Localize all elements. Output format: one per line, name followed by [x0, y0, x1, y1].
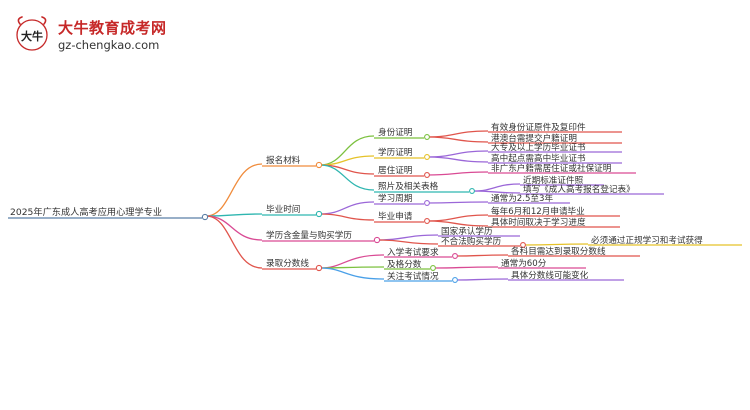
- subtopic-rumen[interactable]: 入学考试要求: [387, 246, 439, 258]
- link-buhefa-1: [523, 243, 589, 246]
- node-toggle-rumen[interactable]: [452, 253, 458, 259]
- link-shenfen-2: [427, 136, 489, 143]
- subtopic-zhouqi[interactable]: 学习周期: [378, 192, 412, 204]
- subtopic-guanzhu[interactable]: 关注考试情况: [387, 270, 439, 282]
- link-zhouqi-1: [427, 201, 489, 204]
- link-xueli-2: [427, 156, 489, 163]
- node-toggle-baoming[interactable]: [315, 161, 323, 169]
- node-toggle-zhaopian[interactable]: [469, 188, 475, 194]
- leaf-shenqing-1[interactable]: 每年6月和12月申请毕业: [491, 205, 585, 217]
- node-toggle-zhouqi[interactable]: [424, 200, 430, 206]
- link-jige-1: [433, 266, 499, 269]
- link-luqu-guanzhu: [319, 267, 385, 280]
- leaf-xueli-1[interactable]: 大专及以上学历毕业证书: [491, 141, 586, 153]
- link-biye-zhouqi: [319, 201, 375, 215]
- subtopic-xueli[interactable]: 学历证明: [378, 146, 412, 158]
- link-guanzhu-1: [455, 278, 509, 281]
- brand-url: gz-chengkao.com: [58, 38, 160, 52]
- mindmap-expand-dots: [201, 134, 526, 283]
- leaf-jige-1[interactable]: 通常为60分: [501, 257, 547, 269]
- leaf-shenqing-2[interactable]: 具体时间取决于学习进度: [491, 216, 586, 228]
- link-zhaopian-1: [472, 183, 521, 192]
- brand-name: 大牛教育成考网: [58, 19, 167, 37]
- leaf-zhaopian-2[interactable]: 填写《成人高考报名登记表》: [523, 183, 635, 195]
- link-shenqing-2: [427, 220, 489, 227]
- node-toggle-xueli2[interactable]: [373, 236, 381, 244]
- topic-luqu[interactable]: 录取分数线: [266, 257, 309, 269]
- leaf-buhefa-1[interactable]: 必须通过正规学习和考试获得: [591, 234, 703, 246]
- subtopic-jige[interactable]: 及格分数: [387, 258, 422, 270]
- topic-xueli-jinhan[interactable]: 学历含金量与购买学历: [266, 229, 352, 241]
- leaf-xueli-2[interactable]: 高中起点需高中毕业证书: [491, 152, 586, 164]
- link-xueli2-guojia: [377, 234, 439, 241]
- subtopic-shenqing[interactable]: 毕业申请: [378, 210, 413, 222]
- node-toggle-xueli[interactable]: [424, 154, 430, 160]
- subtopic-juzhu[interactable]: 居住证明: [378, 164, 412, 176]
- link-xueli2-buhefa: [377, 239, 439, 245]
- leaf-guanzhu-1[interactable]: 具体分数线可能变化: [511, 269, 589, 281]
- leaf-shenfen-2[interactable]: 港澳台需提交户籍证明: [491, 132, 577, 144]
- topic-biye[interactable]: 毕业时间: [266, 203, 300, 215]
- node-toggle-juzhu[interactable]: [424, 172, 430, 178]
- mindmap-underlines: [8, 131, 742, 282]
- node-toggle-buhefa[interactable]: [520, 242, 526, 248]
- leaf-zhaopian-1[interactable]: 近期标准证件照: [523, 174, 584, 186]
- node-toggle-shenfen[interactable]: [424, 134, 430, 140]
- subtopic-buhefa[interactable]: 不合法购买学历: [441, 235, 502, 247]
- logo-mark-text: 大牛: [21, 29, 43, 43]
- leaf-juzhu-1[interactable]: 非广东户籍需居住证或社保证明: [491, 162, 611, 174]
- node-toggle-guanzhu[interactable]: [452, 277, 458, 283]
- bull-logo-icon: 大牛: [16, 16, 48, 51]
- node-toggle-shenqing[interactable]: [424, 218, 430, 224]
- node-toggle-biye[interactable]: [315, 210, 323, 218]
- topic-baoming[interactable]: 报名材料: [266, 154, 301, 166]
- mindmap-labels: 2025年广东成人高考应用心理学专业 报名材料 毕业时间 学历含金量与购买学历 …: [10, 121, 703, 282]
- site-logo[interactable]: 大牛 大牛教育成考网 gz-chengkao.com: [14, 14, 167, 54]
- link-luqu-rumen: [319, 254, 385, 269]
- node-toggle-root[interactable]: [201, 213, 209, 221]
- leaf-rumen-1[interactable]: 各科目需达到录取分数线: [511, 245, 606, 257]
- node-toggle-luqu[interactable]: [315, 264, 323, 272]
- link-shenfen-1: [427, 130, 489, 138]
- subtopic-zhaopian[interactable]: 照片及相关表格: [378, 180, 439, 192]
- mindmap-connectors: [205, 130, 589, 281]
- link-root-xueli: [205, 215, 263, 241]
- link-juzhu-1: [427, 171, 489, 176]
- leaf-shenfen-1[interactable]: 有效身份证原件及复印件: [491, 121, 586, 133]
- link-biye-shenqing: [319, 213, 375, 221]
- node-toggle-jige[interactable]: [430, 265, 436, 271]
- root-topic[interactable]: 2025年广东成人高考应用心理学专业: [10, 206, 162, 218]
- link-root-baoming: [205, 163, 263, 217]
- link-rumen-1: [455, 254, 509, 257]
- link-zhaopian-2: [472, 190, 521, 194]
- subtopic-shenfen[interactable]: 身份证明: [378, 126, 412, 138]
- link-baoming-zhaopian: [319, 164, 375, 191]
- link-shenqing-1: [427, 214, 489, 222]
- link-root-luqu: [205, 215, 263, 269]
- link-xueli-1: [427, 150, 489, 158]
- leaf-zhouqi-1[interactable]: 通常为2.5至3年: [491, 192, 554, 204]
- subtopic-guojia[interactable]: 国家承认学历: [441, 225, 493, 237]
